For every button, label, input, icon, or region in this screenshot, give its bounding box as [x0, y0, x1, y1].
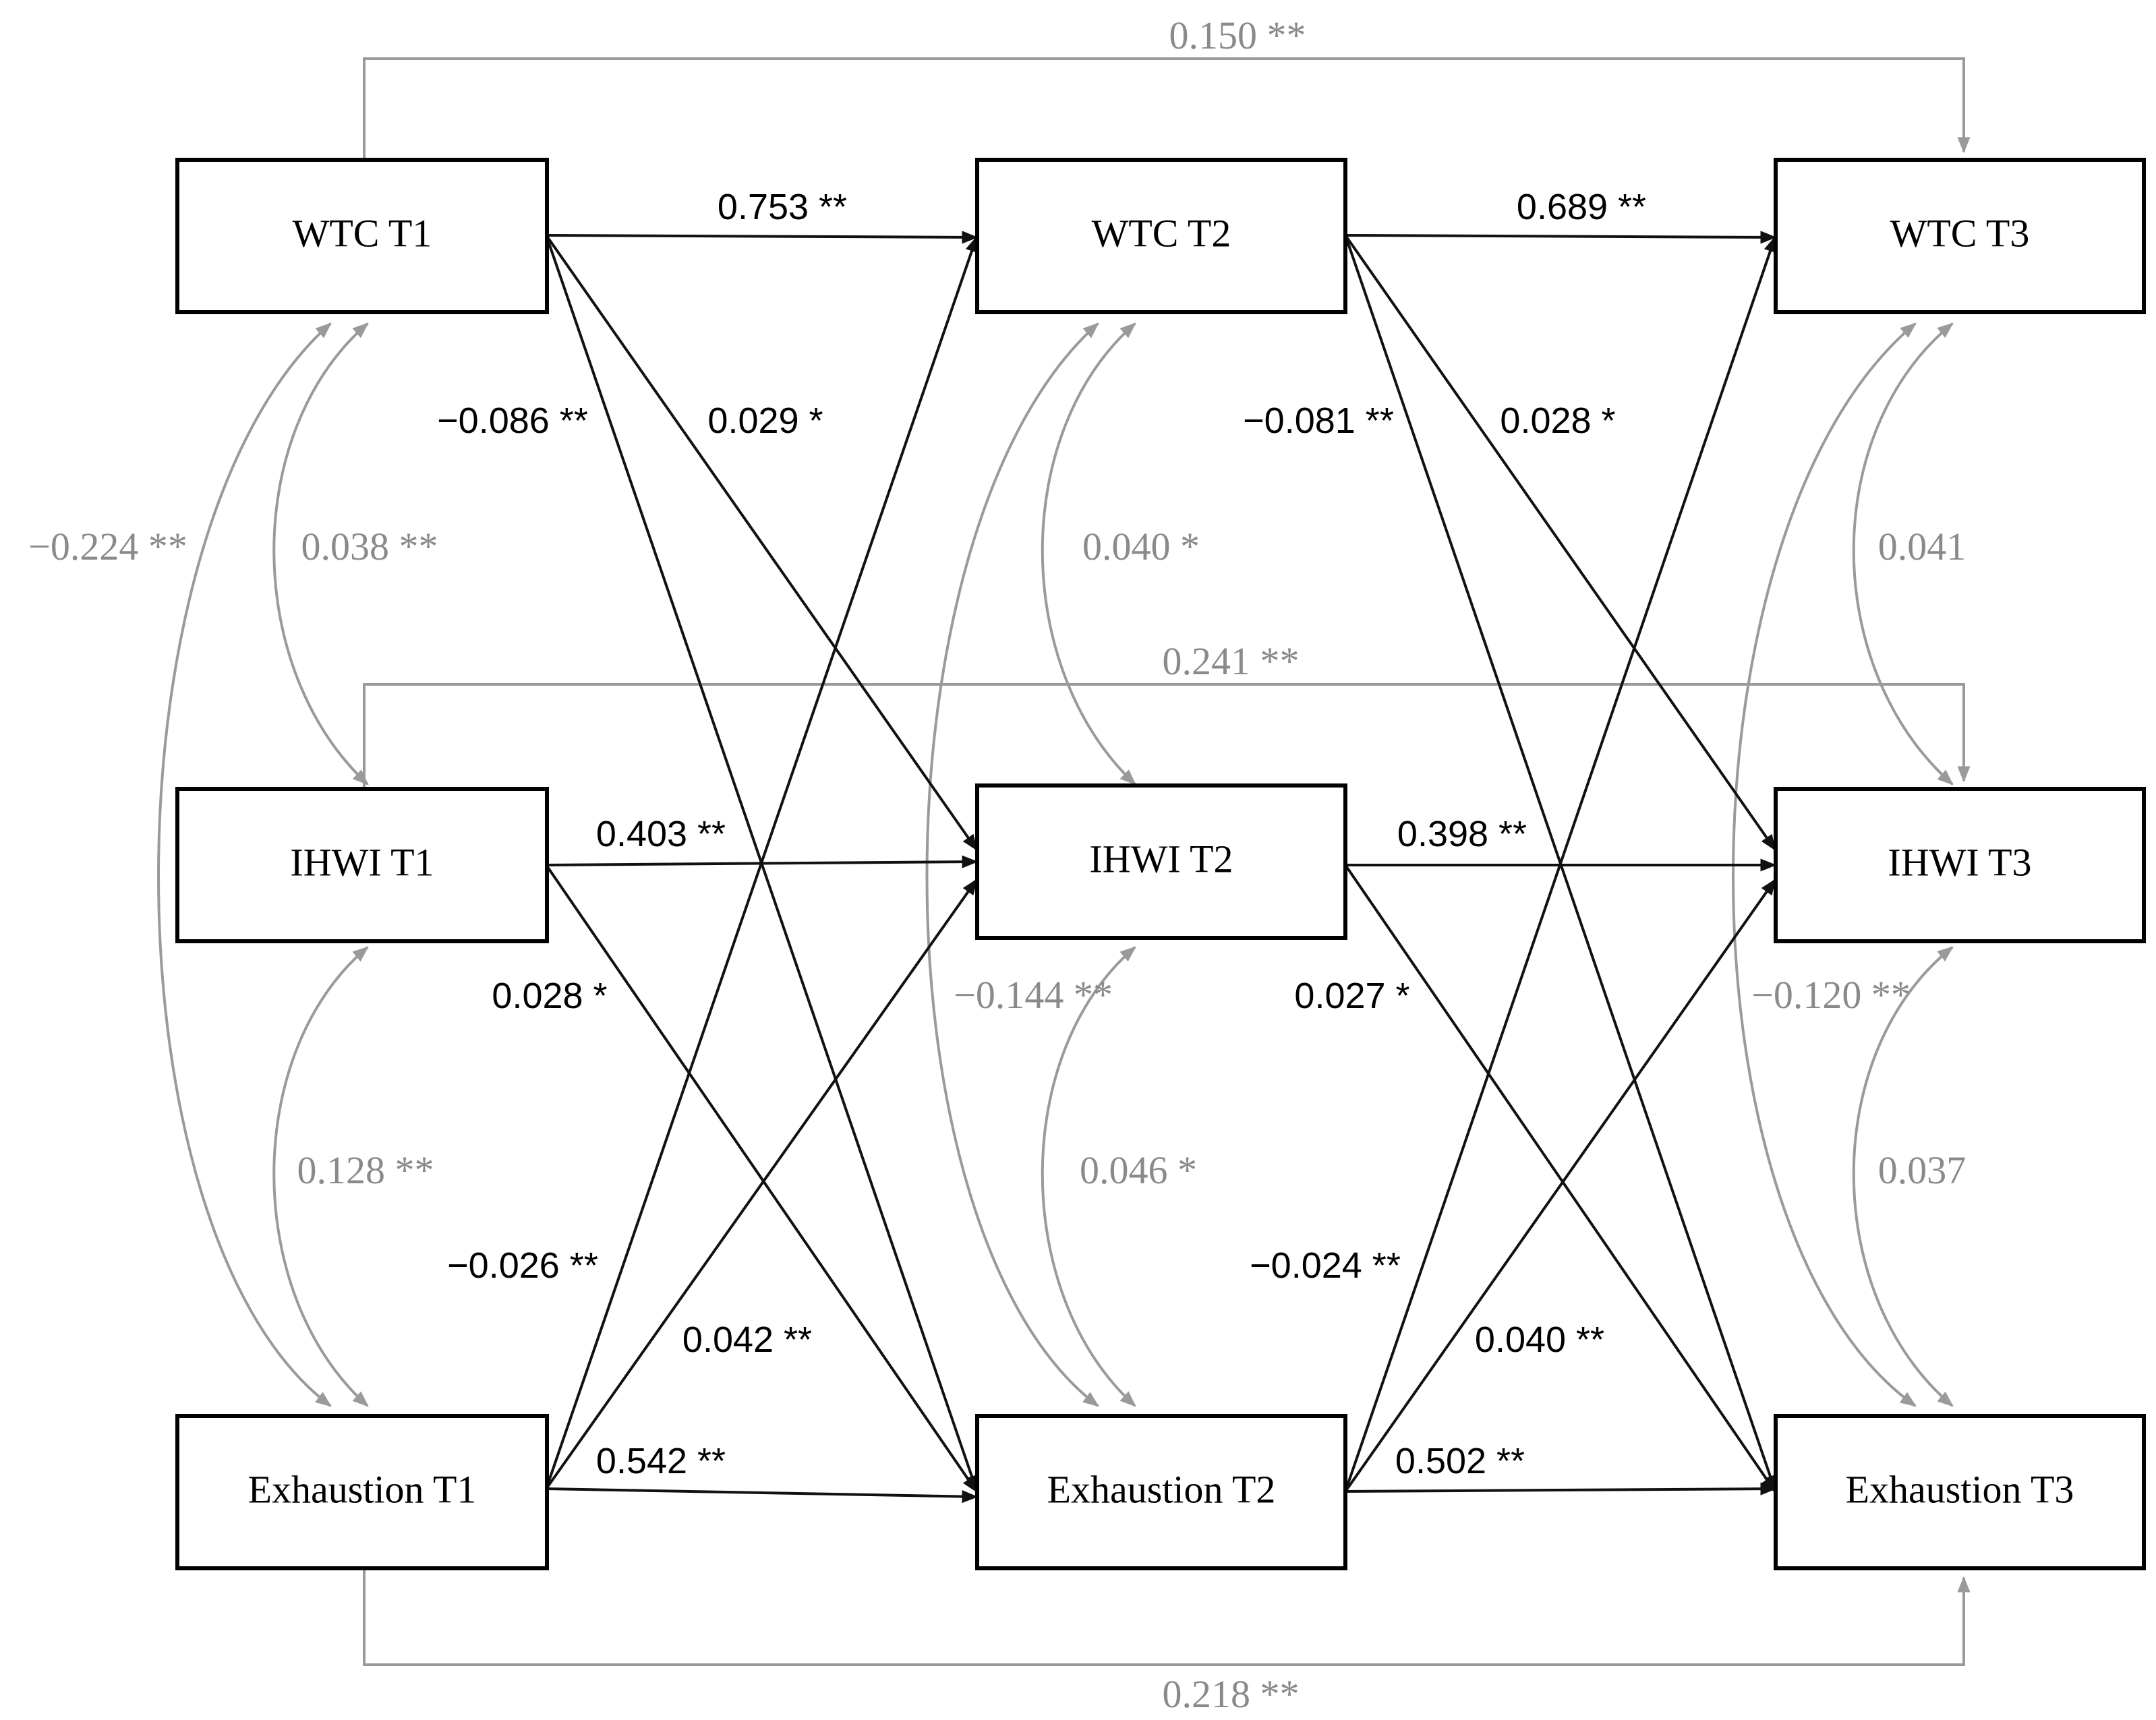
node-label: IHWI T3 — [1888, 840, 2031, 884]
node-label: IHWI T1 — [290, 840, 434, 884]
coef-ihwi-t1-t2: 0.403 ** — [596, 814, 726, 854]
node-label: WTC T1 — [293, 211, 432, 255]
coef-wtc-t1-t3: 0.150 ** — [1169, 13, 1306, 57]
cov-label-wtc-ihwi-t3: 0.041 — [1878, 525, 1966, 568]
cov-label-ihwi-exh-t2: 0.046 * — [1080, 1148, 1197, 1192]
coef-wtc-t1-t2: 0.753 ** — [718, 187, 847, 227]
path-exh-t1-wtc-t2 — [545, 235, 979, 1489]
coef-exh-t1-wtc-t2: −0.026 ** — [447, 1245, 598, 1286]
coef-exh-t1-t2: 0.542 ** — [596, 1441, 726, 1481]
node-ihwi-t2: IHWI T2 — [975, 783, 1347, 940]
node-wtc-t1: WTC T1 — [175, 158, 549, 314]
node-label: WTC T3 — [1890, 211, 2030, 255]
node-exh-t3: Exhaustion T3 — [1774, 1414, 2146, 1570]
coef-exh-t2-wtc-t3: −0.024 ** — [1250, 1245, 1401, 1286]
cov-wtc-ihwi-t1 — [272, 322, 369, 785]
path-wtc-t1-t2 — [546, 231, 979, 244]
coef-exh-t1-t3: 0.218 ** — [1163, 1672, 1300, 1716]
cov-ihwi-exh-t3 — [1852, 946, 1954, 1407]
coef-ihwi-t1-t3: 0.241 ** — [1163, 639, 1300, 683]
path-exh-t1-t3 — [363, 1569, 1971, 1666]
cov-label-ihwi-exh-t1: 0.128 ** — [297, 1148, 434, 1192]
node-exh-t1: Exhaustion T1 — [175, 1414, 549, 1570]
node-exh-t2: Exhaustion T2 — [975, 1414, 1347, 1570]
coef-wtc-t2-exh-t3: −0.081 ** — [1243, 401, 1394, 441]
cov-wtc-ihwi-t3 — [1852, 322, 1954, 785]
cov-wtc-exh-t1 — [157, 322, 332, 1407]
node-ihwi-t3: IHWI T3 — [1774, 787, 2146, 943]
path-wtc-t1-t3 — [363, 57, 1971, 158]
path-exh-t1-ihwi-t2 — [545, 879, 978, 1490]
cov-wtc-exh-t3 — [1732, 322, 1917, 1407]
path-wtc-t1-ihwi-t2 — [545, 234, 978, 851]
node-label: IHWI T2 — [1089, 837, 1233, 881]
path-exh-t1-t2 — [546, 1487, 979, 1504]
node-ihwi-t1: IHWI T1 — [175, 787, 549, 943]
path-exh-t2-wtc-t3 — [1344, 235, 1777, 1492]
path-wtc-t2-ihwi-t3 — [1344, 234, 1776, 851]
coef-exh-t2-ihwi-t3: 0.040 ** — [1475, 1319, 1604, 1360]
path-ihwi-t2-exh-t3 — [1344, 864, 1776, 1493]
coef-ihwi-t2-exh-t3: 0.027 * — [1294, 976, 1409, 1016]
cov-label-wtc-exh-t1: −0.224 ** — [28, 525, 187, 568]
coef-exh-t2-t3: 0.502 ** — [1395, 1441, 1525, 1481]
cov-label-wtc-ihwi-t2: 0.040 * — [1082, 525, 1200, 568]
coef-exh-t1-ihwi-t2: 0.042 ** — [682, 1319, 812, 1360]
node-label: WTC T2 — [1092, 211, 1231, 255]
node-wtc-t2: WTC T2 — [975, 158, 1347, 314]
cov-ihwi-exh-t2 — [1041, 946, 1136, 1407]
path-wtc-t2-t3 — [1345, 231, 1777, 244]
coef-ihwi-t1-exh-t2: 0.028 * — [492, 976, 607, 1016]
node-label: Exhaustion T2 — [1047, 1467, 1276, 1511]
path-ihwi-t1-t3 — [363, 683, 1971, 787]
node-label: Exhaustion T1 — [248, 1467, 477, 1511]
cov-label-wtc-ihwi-t1: 0.038 ** — [301, 525, 438, 568]
path-ihwi-t1-exh-t2 — [545, 864, 978, 1493]
coef-wtc-t1-exh-t2: −0.086 ** — [437, 401, 588, 441]
cov-ihwi-exh-t1 — [272, 946, 369, 1407]
node-wtc-t3: WTC T3 — [1774, 158, 2146, 314]
cov-label-ihwi-exh-t3: 0.037 — [1878, 1148, 1966, 1192]
coef-wtc-t2-t3: 0.689 ** — [1517, 187, 1646, 227]
cov-wtc-exh-t2 — [925, 322, 1099, 1407]
cov-label-wtc-exh-t2: −0.144 ** — [954, 973, 1113, 1017]
cov-label-wtc-exh-t3: −0.120 ** — [1751, 973, 1911, 1017]
path-exh-t2-ihwi-t3 — [1344, 879, 1776, 1493]
coef-wtc-t1-ihwi-t2: 0.029 * — [707, 401, 823, 441]
cov-wtc-ihwi-t2 — [1041, 322, 1136, 785]
coef-wtc-t2-ihwi-t3: 0.028 * — [1500, 401, 1615, 441]
path-exh-t2-t3 — [1345, 1482, 1777, 1495]
coef-ihwi-t2-t3: 0.398 ** — [1397, 814, 1527, 854]
node-label: Exhaustion T3 — [1846, 1467, 2074, 1511]
